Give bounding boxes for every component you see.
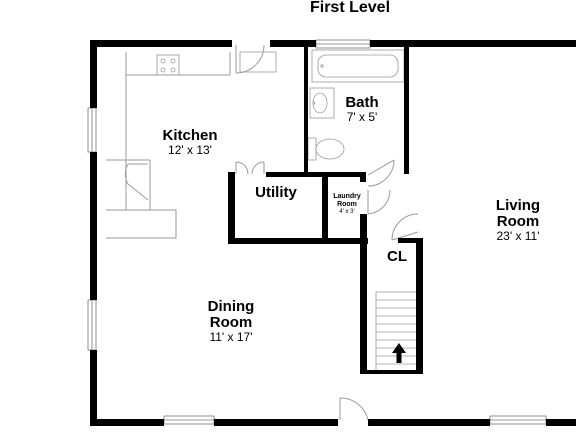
toilet-icon [307, 137, 345, 161]
up-arrow-icon [392, 343, 406, 363]
bath-dims: 7' x 5' [347, 110, 378, 124]
utility-label: Utility [255, 184, 297, 201]
walls [90, 40, 576, 426]
dining-dims: 11' x 17' [209, 330, 252, 344]
windows [87, 39, 547, 425]
kitchen-label: Kitchen [162, 127, 217, 144]
stove-icon [156, 54, 180, 76]
dining-label-line2: Room [210, 314, 253, 331]
fridge-icon [239, 51, 277, 73]
living-label-line1: Living [496, 197, 540, 214]
laundry-dims: 4' x 3' [339, 209, 354, 215]
doors [124, 44, 419, 421]
sink-icon [309, 87, 335, 119]
kitchen-dims: 12' x 13' [168, 143, 212, 157]
bathtub-icon [311, 49, 405, 83]
dining-label-line1: Dining [208, 298, 255, 315]
laundry-label-line2: Room [337, 201, 357, 208]
laundry-label-line1: Laundry [333, 193, 361, 200]
plan-title: First Level [310, 0, 390, 16]
closet-label: CL [387, 248, 407, 265]
living-dims: 23' x 11' [496, 229, 539, 243]
kitchen-counters [106, 52, 231, 239]
living-label-line2: Room [497, 213, 540, 230]
bath-label: Bath [345, 94, 378, 111]
